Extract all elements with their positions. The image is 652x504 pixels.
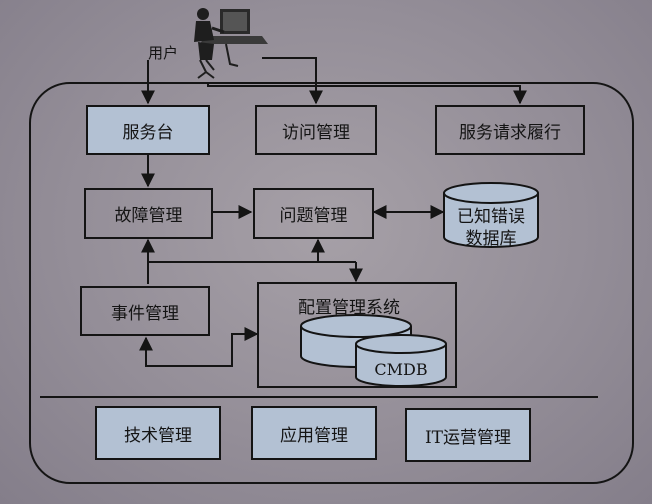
connectors — [139, 57, 527, 367]
it-ops-mgmt-box: IT运营管理 — [405, 408, 531, 462]
arrow-user-to-service-request — [207, 82, 527, 105]
user-at-computer-icon — [194, 8, 268, 79]
service-desk-box: 服务台 — [86, 105, 210, 155]
user-label: 用户 — [148, 44, 179, 62]
config-system-title: 配置管理系统 — [298, 298, 400, 318]
known-error-db-line2: 数据库 — [465, 229, 517, 249]
cmdb-cylinder — [355, 334, 447, 387]
cmdb-label: CMDB — [374, 360, 428, 379]
problem-mgmt-box: 问题管理 — [253, 188, 374, 239]
arrow-event-config — [139, 327, 259, 367]
outer-frame — [29, 82, 634, 484]
known-error-db-label: 已知错误 数据库 — [444, 206, 538, 250]
access-mgmt-box: 访问管理 — [255, 105, 377, 155]
app-mgmt-box: 应用管理 — [251, 406, 377, 460]
known-error-db-line1: 已知错误 — [457, 207, 525, 227]
arrow-user-to-access-mgmt — [262, 57, 323, 105]
tech-mgmt-box: 技术管理 — [95, 406, 221, 460]
event-mgmt-box: 事件管理 — [80, 286, 210, 336]
known-error-db-cylinder — [443, 182, 539, 248]
incident-mgmt-box: 故障管理 — [84, 188, 213, 239]
service-request-box: 服务请求履行 — [435, 105, 585, 155]
config-system-box: 配置管理系统 — [257, 282, 457, 388]
